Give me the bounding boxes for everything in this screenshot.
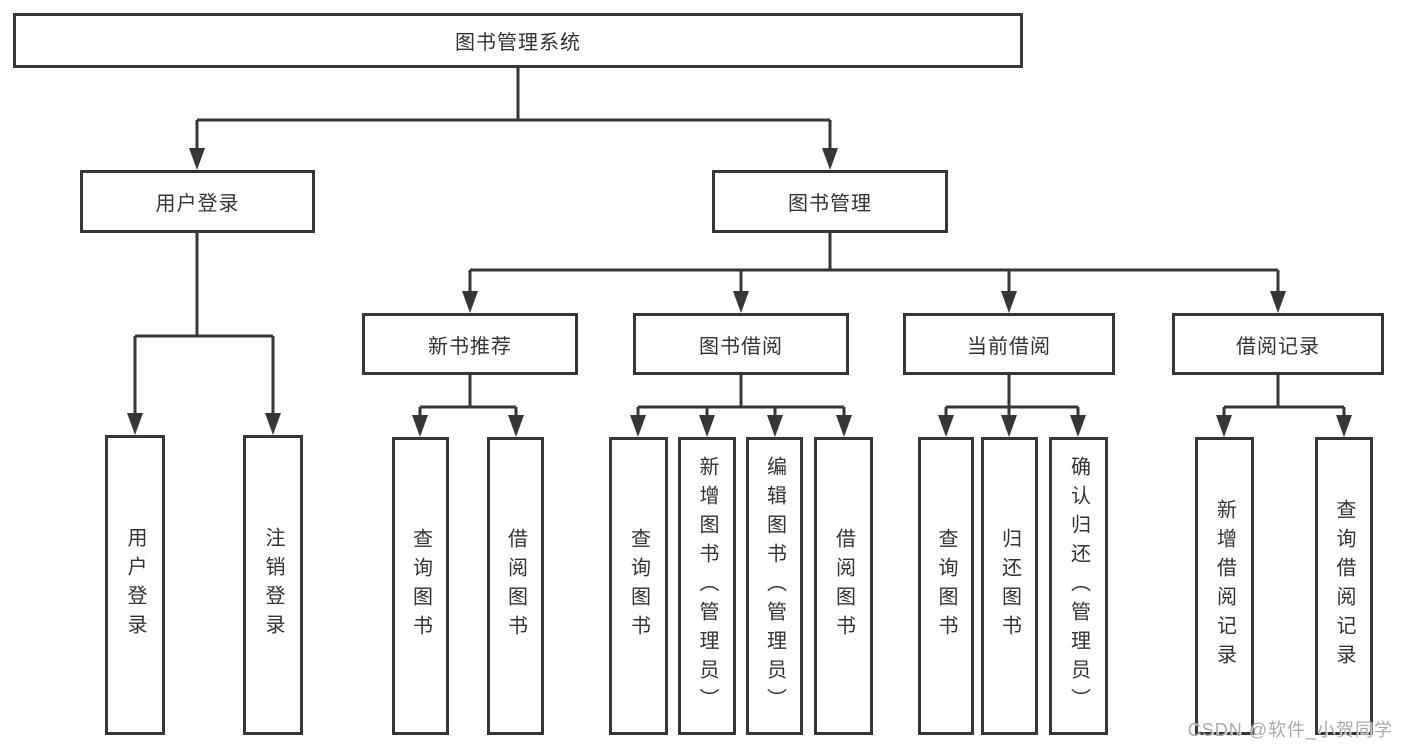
node-user-login: 用户登录 — [80, 170, 315, 233]
leaf-return-books: 归还图书 — [981, 437, 1038, 735]
node-current-borrowing: 当前借阅 — [903, 313, 1115, 375]
connector-book-management-to-level3 — [462, 233, 1286, 313]
leaf-borrow-books: 借阅图书 — [814, 437, 873, 735]
connector-book-borrowing-to-leaves — [630, 375, 852, 437]
leaf-query-borrow-record: 查询借阅记录 — [1315, 437, 1373, 735]
leaf-query-books-borrowing: 查询图书 — [609, 437, 668, 735]
node-book-borrowing: 图书借阅 — [633, 313, 849, 375]
leaf-confirm-return-admin: 确认归还（管理员） — [1049, 437, 1108, 735]
leaf-edit-book-admin: 编辑图书（管理员） — [746, 437, 803, 735]
connector-user-login-to-leaves — [127, 233, 281, 435]
connector-new-book-to-leaves — [412, 375, 524, 437]
leaf-logout: 注销登录 — [243, 435, 303, 735]
connector-current-borrowing-to-leaves — [938, 375, 1086, 437]
leaf-query-books-current: 查询图书 — [918, 437, 974, 735]
node-new-book-recommendation: 新书推荐 — [362, 313, 578, 375]
leaf-borrow-books-recommendation: 借阅图书 — [487, 437, 544, 735]
node-library-management-system: 图书管理系统 — [13, 13, 1023, 68]
leaf-query-books-recommendation: 查询图书 — [392, 437, 449, 735]
leaf-add-book-admin: 新增图书（管理员） — [678, 437, 736, 735]
node-book-management: 图书管理 — [712, 170, 948, 233]
connector-root-to-level2 — [189, 68, 838, 170]
leaf-user-login: 用户登录 — [105, 435, 165, 735]
csdn-watermark: CSDN @软件_小贺同学 — [1187, 720, 1393, 740]
leaf-add-borrow-record: 新增借阅记录 — [1195, 437, 1254, 735]
connector-borrowing-records-to-leaves — [1216, 375, 1352, 437]
node-borrowing-records: 借阅记录 — [1172, 313, 1384, 375]
